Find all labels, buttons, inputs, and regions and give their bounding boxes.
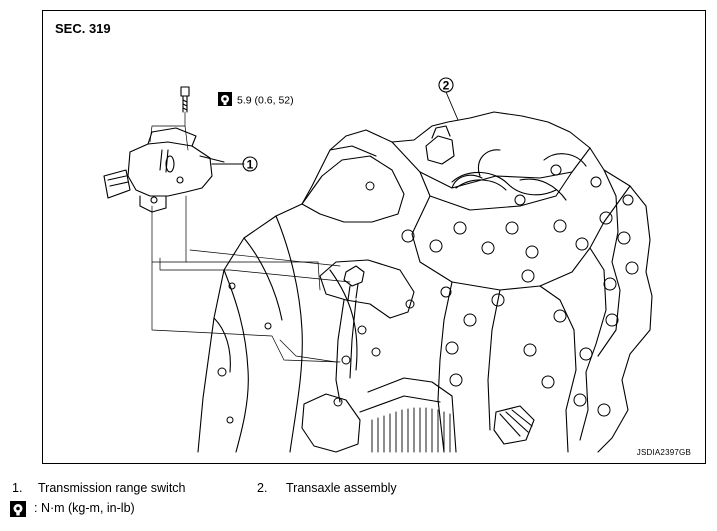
torque-wrench-icon [218, 92, 232, 106]
callout-1-circle [242, 156, 258, 172]
legend-item-1-text: Transmission range switch [38, 481, 186, 495]
callout-2-circle [438, 77, 454, 93]
diagram-frame: SEC. 319 JSDIA2397GB [42, 10, 706, 464]
torque-key-text: : N·m (kg-m, in-lb) [34, 501, 135, 515]
document-code: JSDIA2397GB [636, 448, 691, 457]
callout-leaders [211, 91, 459, 165]
legend-item-2-number: 2. [257, 481, 268, 495]
torque-spec: 5.9 (0.6, 52) [237, 95, 294, 107]
section-label: SEC. 319 [55, 21, 111, 36]
callout-2-number: 2 [443, 79, 450, 93]
transaxle-assembly [197, 111, 653, 453]
alignment-lines [149, 111, 351, 363]
callout-1-number: 1 [247, 158, 254, 172]
transmission-range-switch [103, 127, 225, 213]
legend-item-1-number: 1. [12, 481, 23, 495]
legend-item-2-text: Transaxle assembly [286, 481, 397, 495]
torque-key-icon [10, 501, 26, 517]
mounting-bolt [180, 86, 190, 113]
